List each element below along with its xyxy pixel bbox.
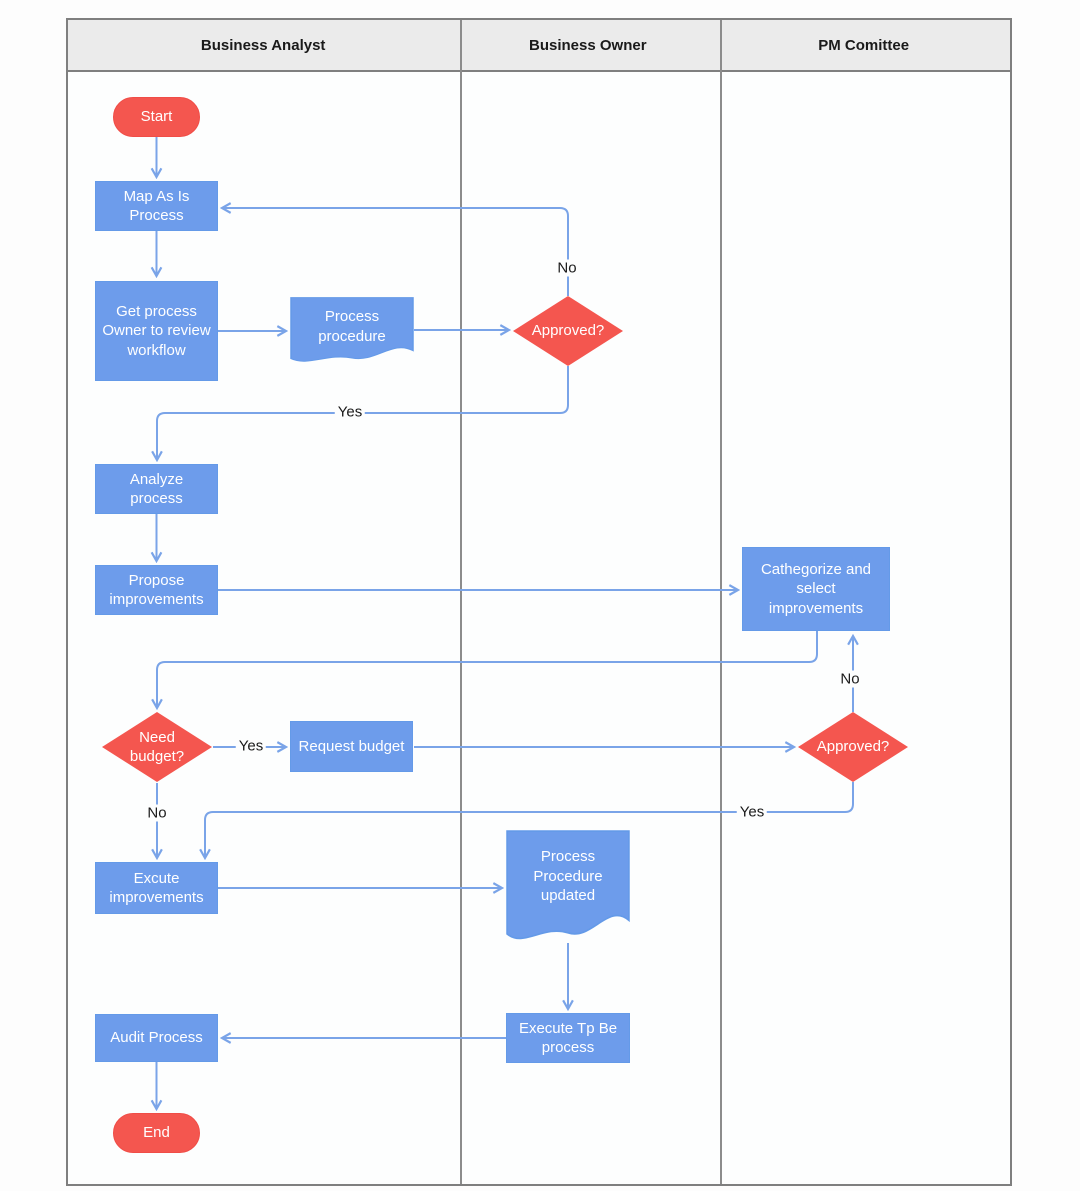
node-analyze-process-label: Analyze process	[129, 470, 184, 508]
lane-header-row: Business Analyst Business Owner PM Comit…	[68, 20, 1010, 72]
node-execute-to-be-process-label: Execute Tp Be process	[518, 1019, 618, 1057]
document-shape	[290, 297, 414, 362]
node-end: End	[113, 1113, 200, 1153]
node-request-budget-label: Request budget	[298, 737, 405, 755]
node-execute-to-be-process: Execute Tp Be process	[506, 1013, 630, 1063]
node-process-procedure-updated: Process Procedure updated	[506, 830, 630, 943]
edge-label-pm-approved-yes: Yes	[736, 803, 768, 821]
edge-label-bo-approved-no: No	[554, 259, 580, 277]
lane-divider-1	[460, 20, 462, 1184]
node-map-as-is-process-label: Map As Is Process	[123, 187, 190, 225]
node-categorize-improvements-label: Cathegorize and select improvements	[760, 560, 872, 617]
node-execute-improvements-label: Excute improvements	[109, 869, 204, 907]
edge-label-need-budget-yes: Yes	[235, 737, 267, 755]
node-get-process-owner-label: Get process Owner to review workflow	[102, 302, 211, 359]
edge-label-need-budget-no: No	[144, 804, 170, 822]
lane-header-business-owner: Business Owner	[529, 36, 647, 54]
node-request-budget: Request budget	[290, 721, 413, 772]
node-audit-process-label: Audit Process	[110, 1029, 203, 1047]
node-end-label: End	[143, 1124, 170, 1142]
document-shape	[506, 830, 630, 940]
node-start-label: Start	[140, 108, 173, 126]
node-start: Start	[113, 97, 200, 137]
node-process-procedure-label: Process procedure	[318, 308, 386, 345]
node-get-process-owner: Get process Owner to review workflow	[95, 281, 218, 381]
node-propose-improvements: Propose improvements	[95, 565, 218, 615]
node-process-procedure: Process procedure	[290, 297, 414, 364]
node-categorize-improvements: Cathegorize and select improvements	[742, 547, 890, 631]
lane-header-pm-comittee: PM Comittee	[818, 36, 910, 54]
node-analyze-process: Analyze process	[95, 464, 218, 514]
node-execute-improvements: Excute improvements	[95, 862, 218, 914]
node-process-procedure-updated-label: Process Procedure updated	[533, 848, 603, 905]
lane-divider-2	[720, 20, 722, 1184]
node-approved-pm-label: Approved?	[816, 738, 890, 756]
lane-header-business-analyst: Business Analyst	[200, 36, 326, 54]
edge-label-pm-approved-no: No	[837, 670, 863, 688]
edge-label-bo-approved-yes: Yes	[334, 403, 366, 421]
node-map-as-is-process: Map As Is Process	[95, 181, 218, 231]
node-need-budget-label: Need budget?	[129, 728, 185, 766]
node-audit-process: Audit Process	[95, 1014, 218, 1062]
node-approved-business-owner-label: Approved?	[531, 322, 605, 340]
node-propose-improvements-label: Propose improvements	[109, 571, 204, 609]
